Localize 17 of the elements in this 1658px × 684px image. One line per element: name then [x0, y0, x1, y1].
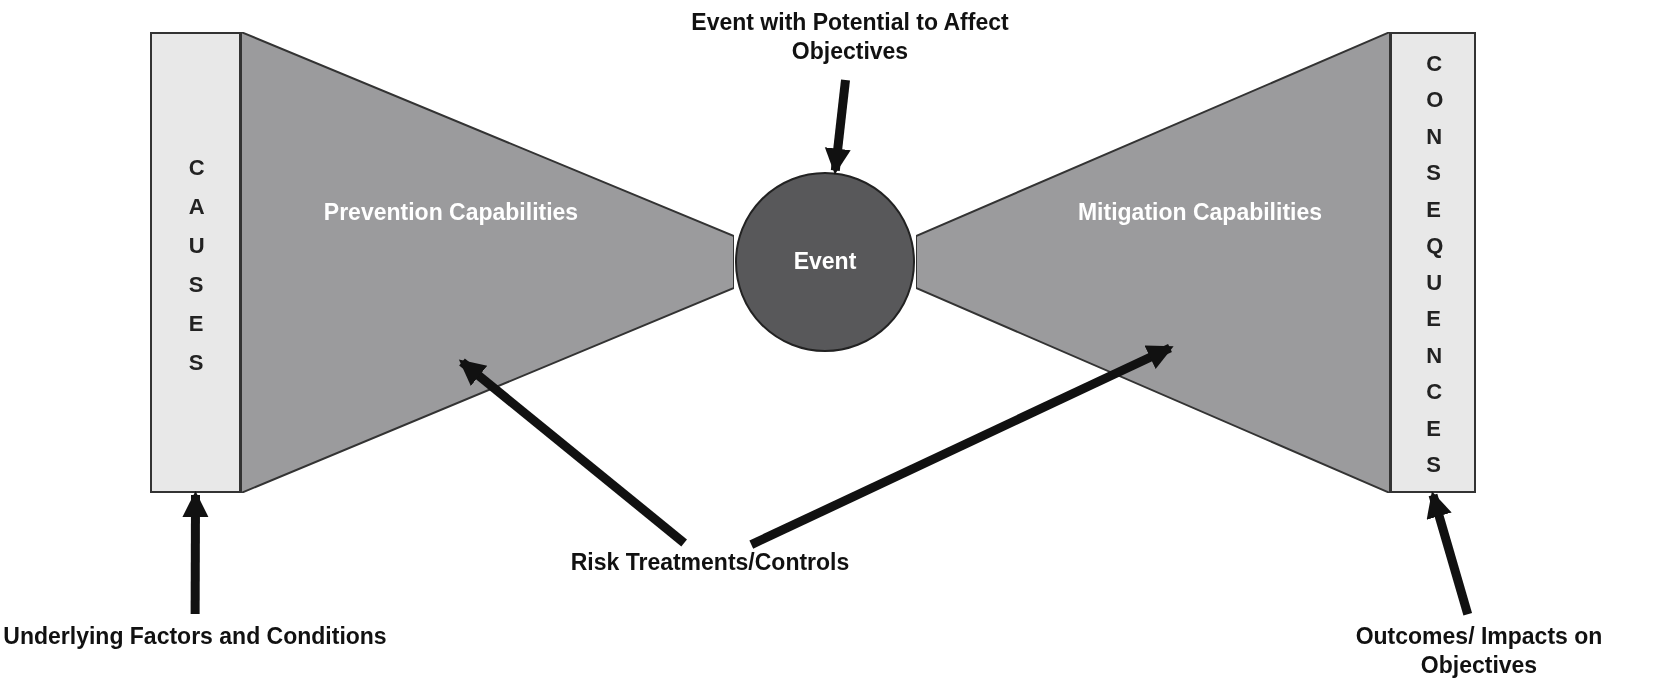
event-caption: Event with Potential to Affect Objectives	[640, 8, 1060, 72]
vertical-label: CAUSES	[188, 153, 203, 377]
prevention-wing	[241, 32, 734, 493]
consequences-caption: Outcomes/ Impacts on Objectives	[1300, 622, 1658, 684]
arrow	[1426, 491, 1473, 616]
arrow	[182, 491, 209, 614]
arrow	[824, 79, 851, 175]
wing-label: Mitigation Capabilities	[1076, 198, 1324, 227]
causes-bar	[150, 32, 241, 493]
arrow	[458, 358, 687, 547]
causes-caption: Underlying Factors and Conditions	[0, 622, 390, 684]
wing-label: Prevention Capabilities	[322, 198, 580, 227]
treatments-caption: Risk Treatments/Controls	[540, 548, 880, 580]
arrow	[749, 343, 1174, 549]
event-label: Event	[792, 247, 858, 276]
mitigation-wing	[916, 32, 1390, 493]
consequences-bar	[1390, 32, 1476, 493]
